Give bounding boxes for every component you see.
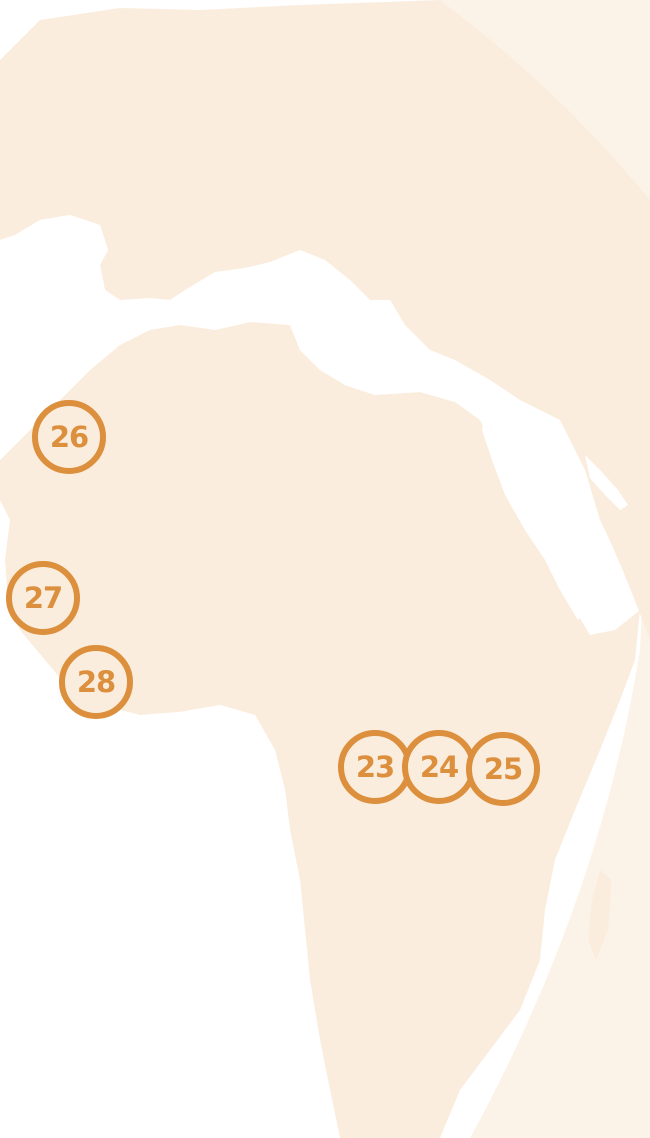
madagascar <box>588 870 612 960</box>
mediterranean-sea <box>190 285 488 402</box>
marker-label: 25 <box>483 751 523 786</box>
marker-label: 26 <box>49 419 89 454</box>
scandinavia <box>220 80 340 150</box>
map-marker-25[interactable]: 25 <box>466 732 540 806</box>
eurasia-landmass <box>0 0 650 640</box>
map-marker-23[interactable]: 23 <box>338 730 412 804</box>
marker-label: 23 <box>355 749 395 784</box>
map-marker-28[interactable]: 28 <box>59 645 133 719</box>
marker-label: 28 <box>76 664 116 699</box>
atlantic-north <box>0 215 130 460</box>
map-marker-24[interactable]: 24 <box>402 730 476 804</box>
gulf-of-guinea <box>0 665 340 1138</box>
map-marker-26[interactable]: 26 <box>32 400 106 474</box>
map-marker-27[interactable]: 27 <box>6 561 80 635</box>
persian-gulf <box>585 455 628 510</box>
marker-label: 24 <box>419 749 459 784</box>
africa-landmass <box>0 322 640 1138</box>
marker-label: 27 <box>23 580 63 615</box>
red-sea <box>482 400 585 620</box>
